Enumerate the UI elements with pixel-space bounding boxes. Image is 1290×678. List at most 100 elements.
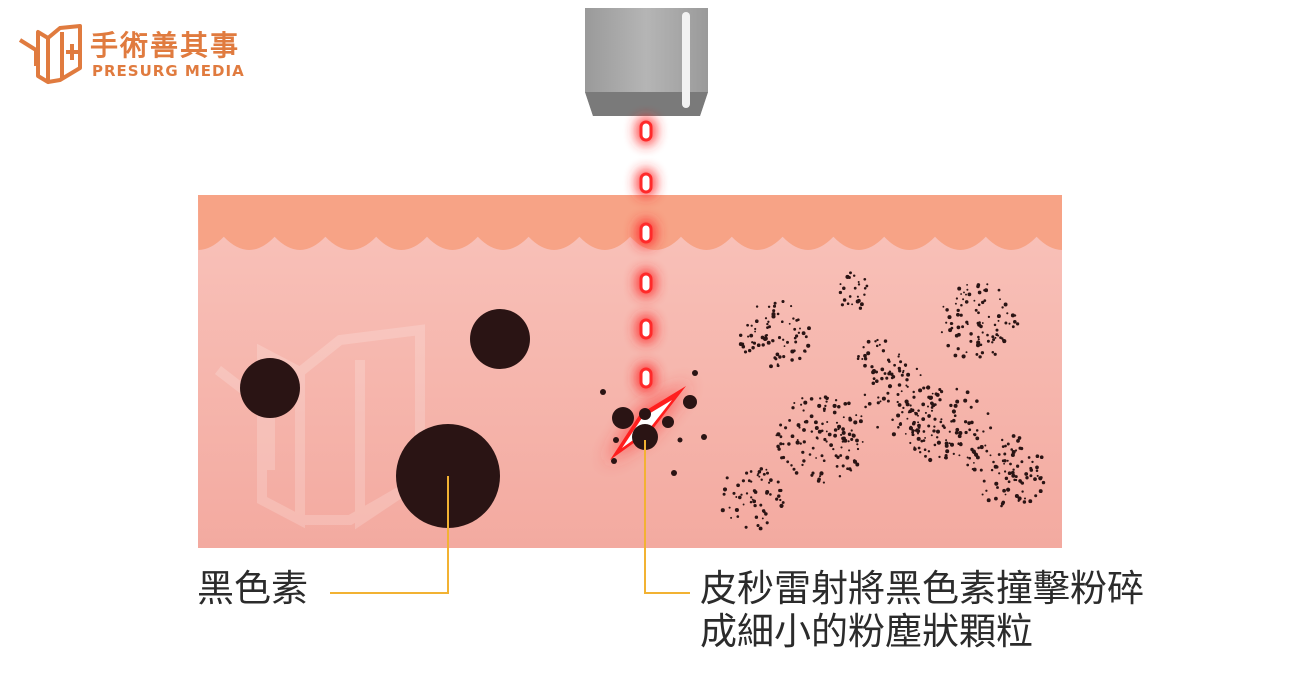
dust-particle (878, 343, 881, 346)
dust-particle (1029, 466, 1033, 470)
dust-particle (943, 426, 946, 429)
dust-particle (966, 288, 969, 291)
dust-particle (951, 409, 956, 414)
dust-particle (766, 322, 769, 326)
dust-particle (846, 302, 850, 305)
dust-particle (877, 396, 880, 399)
dust-particle (953, 414, 957, 418)
dust-particle (886, 399, 890, 403)
dust-particle (793, 401, 796, 405)
dust-particle (1017, 499, 1020, 502)
dust-particle (994, 496, 998, 501)
dust-particle (769, 493, 772, 496)
dust-particle (754, 515, 759, 519)
dust-particle (957, 286, 962, 291)
laser-effect-label: 皮秒雷射將黑色素撞擊粉碎 成細小的粉塵狀顆粒 (700, 567, 1144, 653)
dust-particle (1000, 504, 1003, 508)
dust-particle (811, 446, 815, 450)
dust-particle (968, 428, 972, 432)
dust-particle (813, 420, 818, 425)
dust-particle (790, 358, 794, 362)
dust-particle (911, 433, 915, 437)
dust-particle (834, 454, 838, 458)
dust-particle (730, 516, 733, 519)
dust-particle (1035, 465, 1039, 470)
dust-particle (935, 436, 939, 439)
dust-particle (765, 521, 769, 525)
dust-particle (880, 367, 885, 372)
dust-particle (870, 365, 874, 369)
dust-particle (1010, 452, 1015, 458)
pigment-dust-clusters (720, 271, 1046, 531)
dust-particle (761, 343, 765, 347)
dust-particle (996, 314, 1001, 319)
dust-particle (975, 429, 979, 432)
dust-particle (871, 381, 876, 385)
dust-particle (979, 468, 983, 472)
dust-particle (1035, 454, 1040, 459)
dust-particle (996, 486, 999, 489)
dust-particle (983, 299, 987, 302)
dust-particle (977, 303, 981, 307)
dust-particle (978, 321, 981, 324)
book-scalpel-logo-icon (18, 24, 82, 84)
dust-particle (875, 344, 879, 348)
dust-particle (1002, 488, 1006, 493)
dust-particle (963, 398, 968, 403)
dust-particle (963, 420, 968, 424)
dust-particle (977, 311, 980, 315)
dust-particle (842, 286, 846, 291)
dust-particle (893, 363, 896, 367)
dust-particle (839, 283, 842, 286)
dust-particle (883, 372, 887, 375)
dust-particle (926, 385, 931, 390)
dust-particle (1041, 480, 1046, 485)
dust-particle (1009, 462, 1012, 466)
dust-particle (755, 305, 759, 308)
dust-particle (990, 468, 994, 472)
dust-particle (792, 349, 796, 353)
dust-particle (851, 303, 854, 306)
dust-particle (1023, 497, 1027, 500)
dust-particle (1014, 493, 1019, 499)
dust-particle (931, 403, 936, 408)
dust-particle (933, 443, 937, 447)
dust-particle (911, 431, 914, 434)
dust-particle (928, 457, 933, 463)
dust-particle (876, 425, 879, 429)
dust-particle (817, 403, 822, 408)
dust-particle (772, 304, 777, 308)
dust-particle (1003, 459, 1007, 463)
dust-particle (917, 446, 921, 450)
dust-particle (987, 315, 991, 319)
dust-particle (917, 424, 920, 427)
dust-particle (902, 369, 905, 372)
dust-particle (754, 327, 757, 331)
dust-particle (1006, 312, 1009, 315)
dust-particle (833, 428, 838, 432)
dust-particle (759, 467, 764, 471)
dust-particle (979, 445, 984, 450)
dust-particle (841, 430, 846, 435)
dust-particle (855, 438, 859, 443)
dust-particle (802, 409, 805, 412)
dust-particle (856, 295, 859, 298)
dust-particle (958, 454, 961, 457)
dust-particle (779, 423, 783, 427)
dust-particle (955, 399, 960, 404)
dust-particle (822, 407, 826, 411)
dust-particle (886, 391, 890, 395)
dust-particle (735, 496, 738, 498)
dust-particle (860, 415, 863, 418)
dust-particle (837, 424, 842, 429)
dust-particle (751, 498, 754, 501)
dust-particle (777, 447, 781, 451)
dust-particle (909, 404, 912, 407)
laser-effect-label-line2: 成細小的粉塵狀顆粒 (700, 609, 1033, 653)
dust-particle (999, 298, 1001, 301)
dust-particle (790, 434, 795, 439)
dust-particle (967, 421, 971, 425)
dust-particle (779, 498, 782, 502)
dust-particle (775, 434, 778, 437)
dust-particle (954, 431, 959, 435)
